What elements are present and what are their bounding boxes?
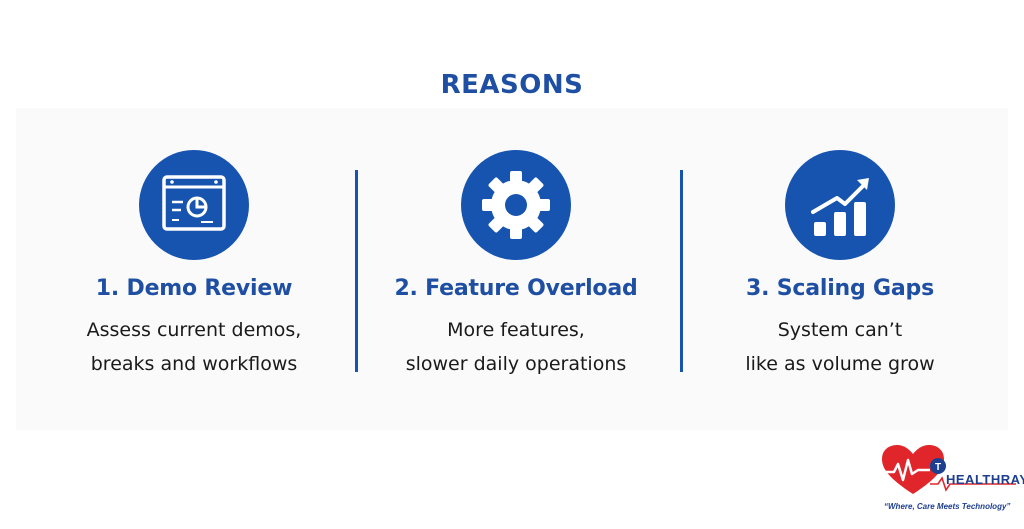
reason-description: System can’t like as volume grow xyxy=(690,313,990,381)
reason-description-line: breaks and workflows xyxy=(90,353,298,375)
healthray-logo: T HEALTHRAY “Where, Care Meets Technolog… xyxy=(878,444,1024,522)
logo-tagline: “Where, Care Meets Technology” xyxy=(884,502,1011,511)
reason-heading: 2. Feature Overload xyxy=(394,276,638,301)
column-divider xyxy=(680,170,683,372)
reason-heading: 3. Scaling Gaps xyxy=(746,276,934,301)
reason-description-line: like as volume grow xyxy=(745,353,935,375)
reason-column-scaling-gaps: 3. Scaling Gaps System can’t like as vol… xyxy=(690,150,990,381)
reason-description-line: More features, xyxy=(447,319,585,341)
column-divider xyxy=(355,170,358,372)
heart-logo-icon: T xyxy=(878,445,1016,494)
reason-description: More features, slower daily operations xyxy=(366,313,666,381)
reason-column-feature-overload: 2. Feature Overload More features, slowe… xyxy=(366,150,666,381)
logo-name: HEALTHRAY xyxy=(946,472,1024,487)
reason-column-demo-review: 1. Demo Review Assess current demos, bre… xyxy=(44,150,344,381)
page-title: REASONS xyxy=(440,70,584,100)
gear-icon xyxy=(461,150,571,260)
reason-description: Assess current demos, breaks and workflo… xyxy=(44,313,344,381)
reason-description-line: System can’t xyxy=(777,319,903,341)
reason-description-line: Assess current demos, xyxy=(86,319,302,341)
growth-chart-icon xyxy=(785,150,895,260)
reason-description-line: slower daily operations xyxy=(405,353,627,375)
reason-heading: 1. Demo Review xyxy=(95,276,293,301)
presentation-chart-icon xyxy=(139,150,249,260)
svg-text:T: T xyxy=(935,462,941,473)
